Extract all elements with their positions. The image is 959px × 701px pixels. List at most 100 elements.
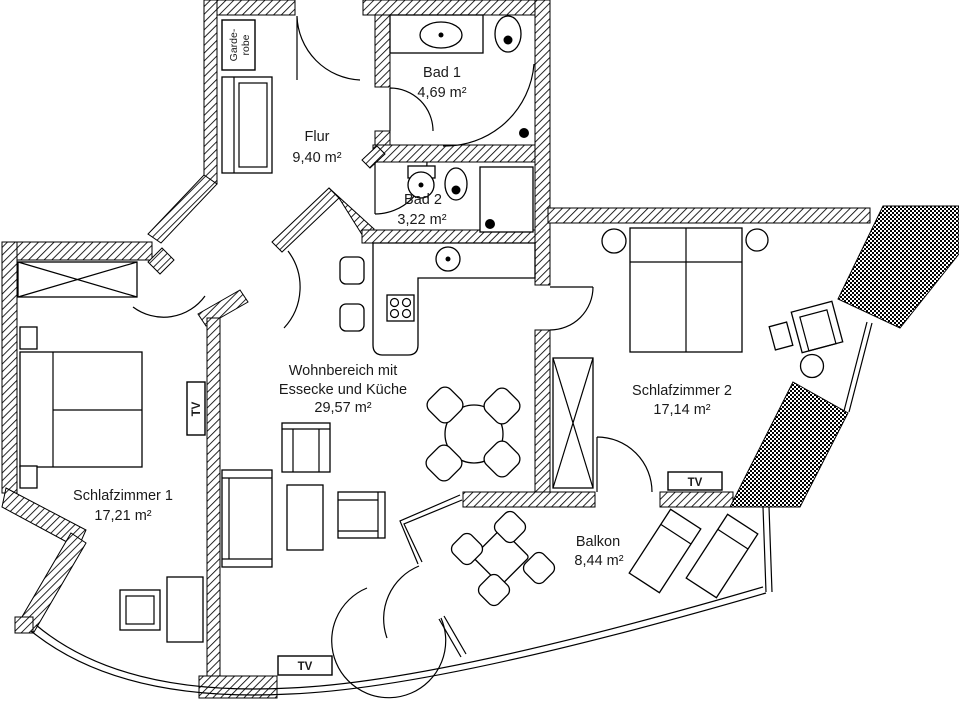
stove-burner	[389, 297, 400, 308]
wall-balkon-top	[462, 491, 596, 508]
stove	[386, 294, 415, 322]
entrance-door	[296, 15, 361, 81]
wall-corner-block	[14, 616, 34, 634]
wohnbereich-name-line1: Wohnbereich mit	[289, 363, 398, 379]
room-flur: Garde- robe Flur 9,40 m²	[221, 19, 342, 174]
sz1-area: 17,21 m²	[94, 508, 151, 524]
armchair-sz2	[790, 300, 844, 354]
sun-lounger-frame	[685, 513, 759, 599]
tv-label-wohnbereich: TV	[298, 661, 313, 673]
balcony-chair	[493, 510, 527, 544]
balcony-divider-upper	[399, 494, 463, 565]
sofa-detail	[222, 477, 272, 560]
sun-lounger	[685, 513, 759, 599]
bad1-sink-drain	[438, 32, 444, 38]
armchair-detail	[282, 428, 330, 472]
room-schlafzimmer1: TV Schlafzimmer 1 17,21 m²	[17, 261, 206, 643]
armchair-sz2-inner	[799, 309, 837, 352]
bad2-sink-drain	[418, 182, 424, 188]
walls	[1, 0, 871, 699]
nightstand	[19, 326, 38, 350]
wall-sz2-bottom-tv	[659, 491, 734, 508]
balcony-chair	[477, 573, 511, 607]
curved-window-outer	[30, 592, 767, 696]
room-bad1: Bad 1 4,69 m²	[389, 14, 529, 138]
dining-chair	[425, 444, 463, 482]
dining-table	[444, 404, 504, 464]
sz2-name: Schlafzimmer 2	[632, 383, 732, 399]
wall-bad1-left-a	[374, 14, 391, 88]
sun-lounger-frame	[628, 508, 702, 594]
wohnbereich-area: 29,57 m²	[314, 400, 371, 416]
balcony-railing-right	[762, 506, 773, 593]
bad1-area: 4,69 m²	[417, 85, 466, 101]
sofa	[221, 469, 273, 568]
garderobe-label-line1: Garde-	[228, 28, 240, 61]
bad2-name: Bad 2	[404, 192, 442, 208]
wall-divider-bevel	[197, 289, 249, 327]
bar-stool	[339, 303, 365, 332]
bar-stool	[339, 256, 365, 285]
desk	[166, 576, 204, 643]
plant-sz2	[799, 353, 825, 379]
sz1-name: Schlafzimmer 1	[73, 488, 173, 504]
wall-right-long-lower	[534, 329, 551, 493]
desk-chair	[119, 589, 161, 631]
bad1-shower-screen	[442, 63, 535, 147]
wall-sz1-bottom-b	[18, 532, 87, 633]
balkon-area: 8,44 m²	[574, 553, 623, 569]
facade-wedges	[729, 205, 959, 508]
flur-area: 9,40 m²	[292, 150, 341, 166]
wall-top-left	[203, 0, 296, 16]
side-table-sz2-rect	[768, 321, 794, 351]
room-schlafzimmer2: TV Schlafzimmer 2 17,14 m²	[552, 227, 844, 491]
nightstand	[19, 465, 38, 489]
armchair	[281, 422, 331, 473]
wohn-balcony-french-doors	[331, 565, 447, 699]
sun-lounger-backrest	[660, 523, 692, 545]
dining-chair	[426, 386, 464, 424]
tv-label-sz2: TV	[688, 477, 703, 489]
bad2-toilet-mark	[451, 185, 461, 195]
hall-closet	[221, 76, 273, 174]
wall-right-long-upper	[534, 0, 551, 286]
coffee-table	[286, 484, 324, 551]
wall-sz1-top	[1, 241, 153, 261]
sz2-door	[549, 286, 594, 331]
dining-chair	[483, 387, 521, 425]
wall-bad2-door-jamb	[361, 145, 386, 169]
room-wohnbereich: Wohnbereich mit Essecke und Küche 29,57 …	[221, 242, 536, 676]
bad1-toilet-mark	[503, 35, 513, 45]
wall-bad1-bad2-divider	[372, 144, 551, 163]
sun-lounger	[628, 508, 702, 594]
flur-wohn-door	[283, 250, 301, 329]
room-bad2: Bad 2 3,22 m²	[397, 165, 534, 233]
desk-chair-inner	[125, 595, 155, 625]
flur-name: Flur	[305, 129, 330, 145]
wardrobe-sz1-cross	[17, 261, 138, 298]
glass-wedge-lower	[729, 381, 849, 508]
bad1-door	[389, 87, 434, 132]
garderobe-label-line2: robe	[240, 34, 252, 55]
wohnbereich-name-line2: Essecke und Küche	[279, 382, 407, 398]
wall-left-upper	[203, 0, 218, 185]
tv-box-wohnbereich	[277, 655, 333, 676]
sz2-area: 17,14 m²	[653, 402, 710, 418]
wall-divider-foot	[198, 675, 278, 699]
side-table-sz2	[768, 321, 794, 351]
wall-sz1-door-jamb	[147, 247, 175, 275]
hall-closet-inner	[238, 82, 268, 168]
room-balkon: Balkon 8,44 m²	[450, 508, 759, 607]
window-sz2-diagonal	[843, 321, 873, 413]
stove-burner	[389, 308, 400, 319]
doors	[132, 15, 653, 699]
wardrobe-sz2-cross	[552, 357, 594, 489]
bad1-toilet	[494, 15, 522, 53]
nightstand-round	[601, 228, 627, 254]
stove-burner	[401, 308, 412, 319]
bad2-shower-drain	[485, 219, 495, 229]
balcony-divider-lower	[438, 615, 467, 658]
armchair-detail	[338, 492, 379, 538]
